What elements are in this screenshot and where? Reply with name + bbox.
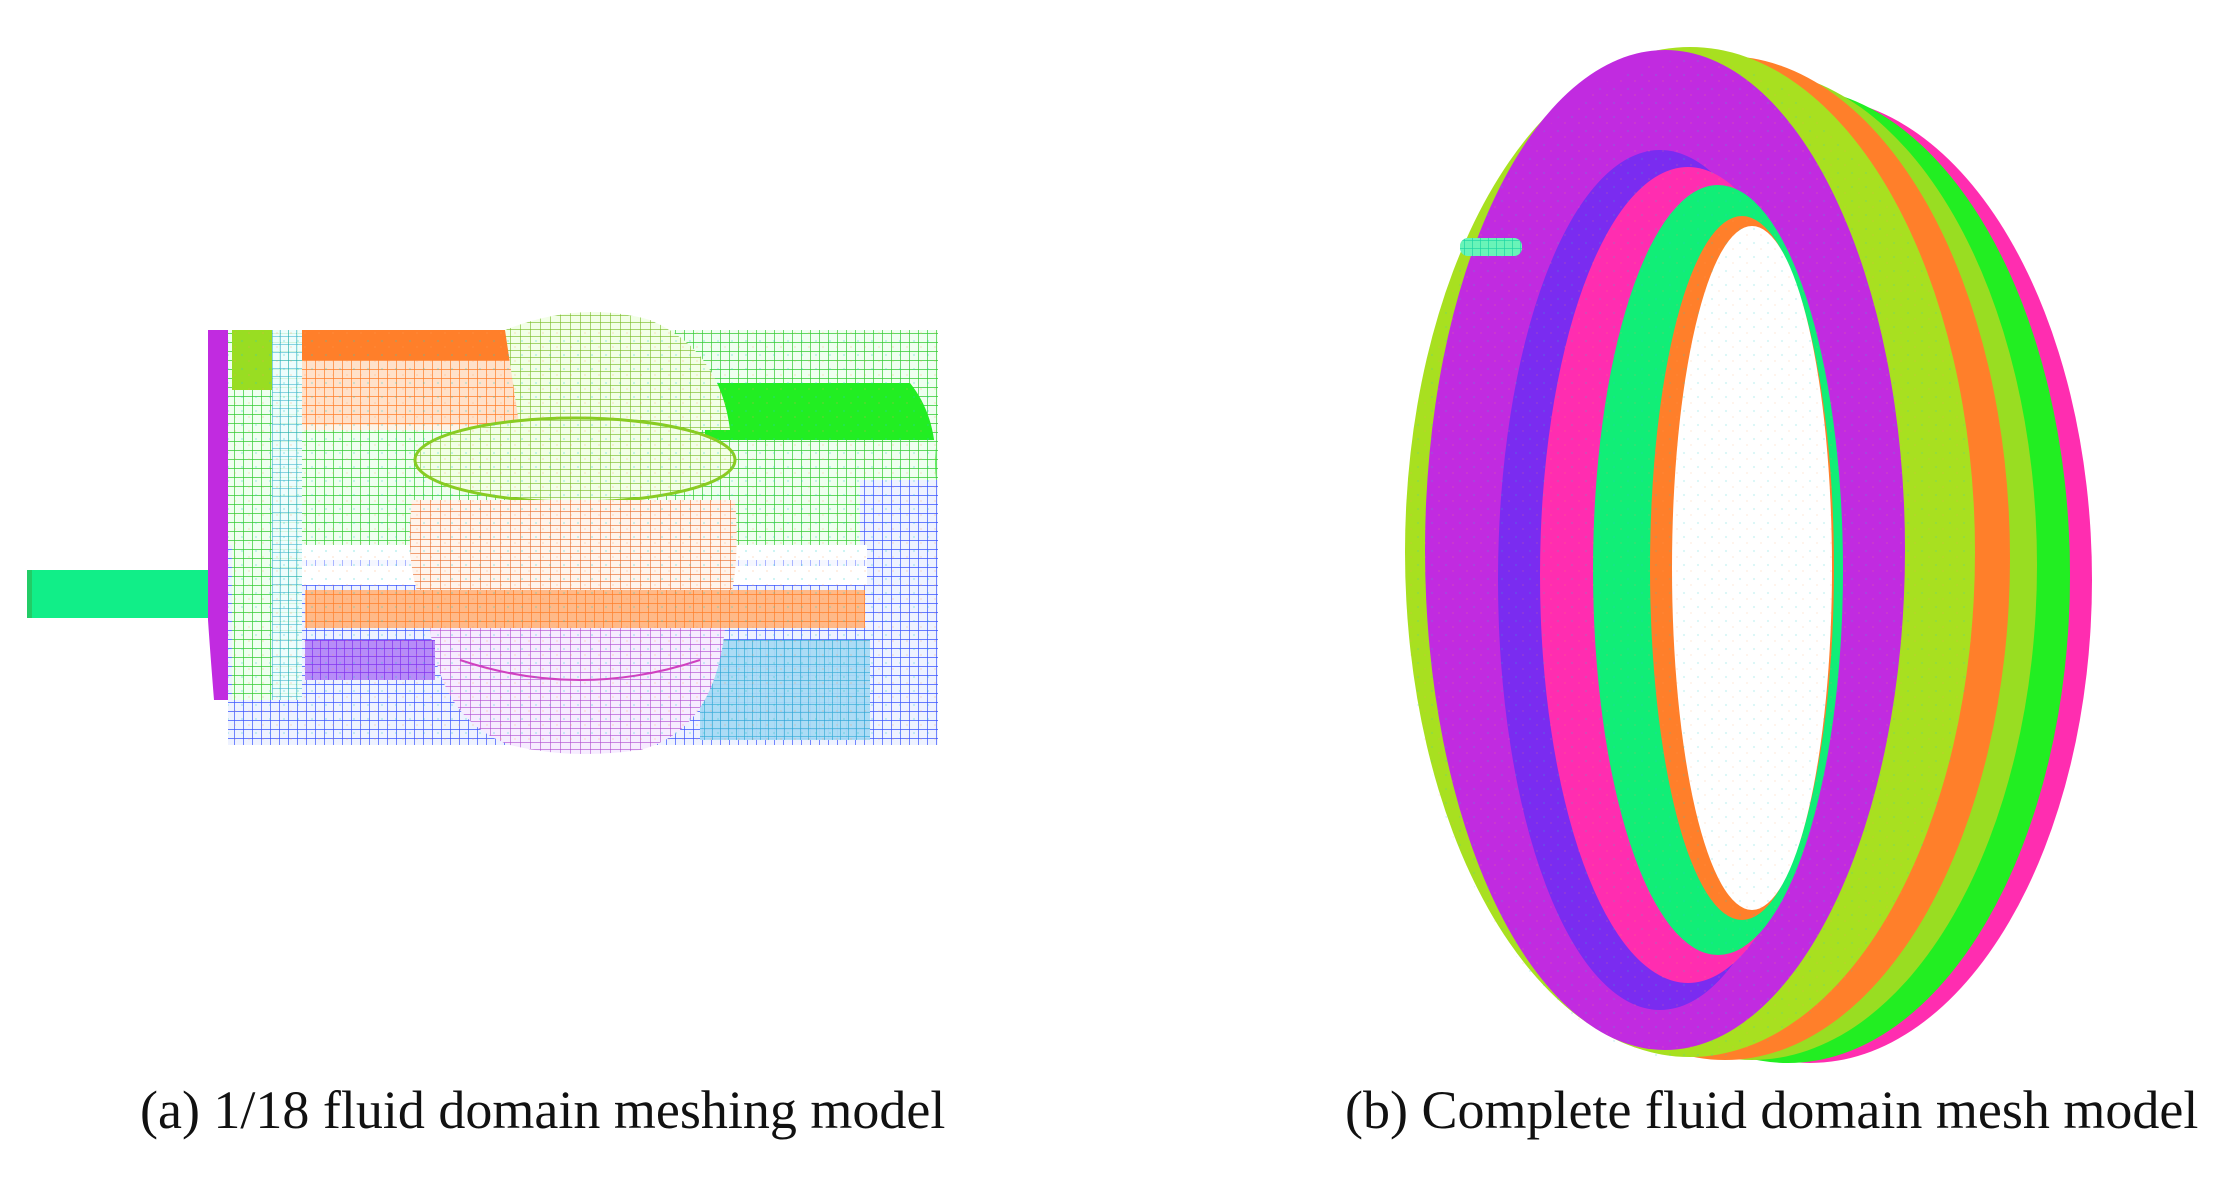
caption-panel-a: (a) 1/18 fluid domain meshing model — [140, 1080, 946, 1140]
caption-panel-b: (b) Complete fluid domain mesh model — [1345, 1080, 2199, 1140]
panel-a-mesh-model — [27, 312, 938, 754]
inlet-pipe — [27, 570, 217, 618]
panel-b-ring-model — [1405, 47, 2092, 1063]
